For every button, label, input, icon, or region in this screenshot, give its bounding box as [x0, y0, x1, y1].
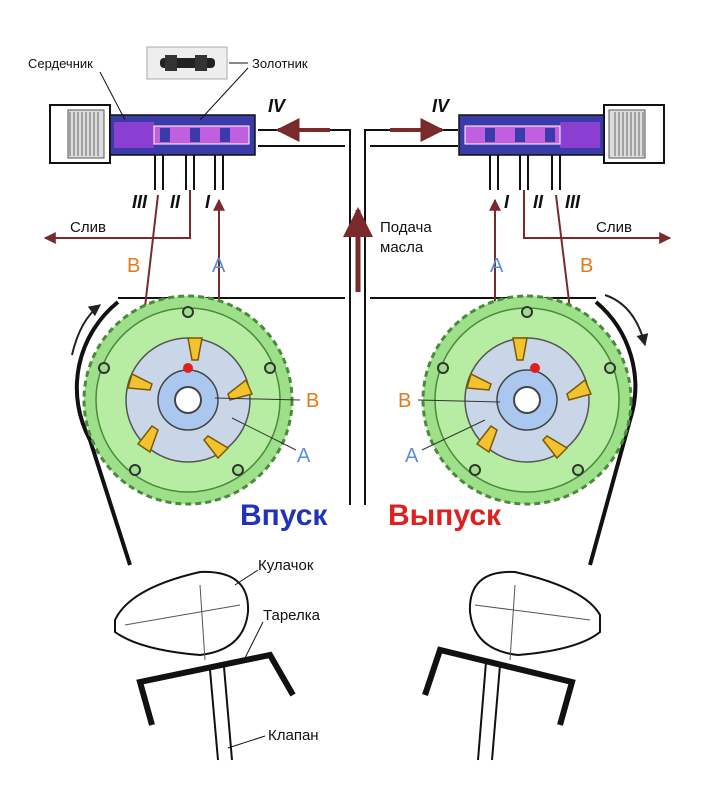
right-drain-label: Слив [596, 219, 632, 236]
oil-supply-label-line2: масла [380, 239, 424, 256]
exhaust-label: Выпуск [388, 499, 502, 532]
left-b-top-label: B [127, 255, 140, 277]
left-drain-arrow [43, 190, 191, 244]
left-port-iv-label: IV [268, 96, 287, 116]
right-drain-arrow [523, 190, 672, 244]
exhaust-cam [468, 570, 601, 661]
cam-leaders [227, 569, 266, 749]
left-port-iii-label: III [132, 192, 148, 212]
left-port-ii-label: II [170, 192, 181, 212]
intake-cam-phaser [82, 294, 294, 506]
left-port-i-label: I [205, 192, 211, 212]
left-rotation-arrow [71, 304, 101, 356]
right-port-ii-label: II [533, 192, 544, 212]
right-a-gear-label: A [405, 445, 419, 467]
left-ports [154, 155, 224, 190]
valve-label: Клапан [268, 727, 319, 744]
core-label: Сердечник [28, 56, 93, 71]
oil-supply-label-line1: Подача [380, 219, 432, 236]
left-chain [74, 300, 132, 566]
right-solenoid-valve [458, 104, 665, 164]
right-rotation-arrow [604, 294, 649, 347]
exhaust-valve [422, 646, 576, 761]
intake-cam [114, 570, 250, 661]
right-port-iii-label: III [565, 192, 581, 212]
intake-valve [136, 651, 296, 761]
spool-label: Золотник [252, 56, 308, 71]
right-chain [588, 300, 638, 566]
right-b-top-label: B [580, 255, 593, 277]
intake-label: Впуск [240, 499, 328, 532]
left-a-gear-label: A [297, 445, 311, 467]
left-a-top-label: A [212, 255, 226, 277]
spool-photo [146, 46, 228, 80]
left-drain-label: Слив [70, 219, 106, 236]
left-b-gear-label: B [306, 390, 319, 412]
plate-label: Тарелка [263, 607, 321, 624]
ab-leaders [214, 397, 501, 451]
right-b-gear-label: B [398, 390, 411, 412]
right-port-i-label: I [504, 192, 510, 212]
left-solenoid-valve [49, 104, 256, 164]
right-port-iv-label: IV [432, 96, 451, 116]
right-ports [489, 155, 561, 190]
right-a-top-label: A [490, 255, 504, 277]
cam-label: Кулачок [258, 557, 314, 574]
exhaust-cam-phaser [421, 294, 633, 506]
